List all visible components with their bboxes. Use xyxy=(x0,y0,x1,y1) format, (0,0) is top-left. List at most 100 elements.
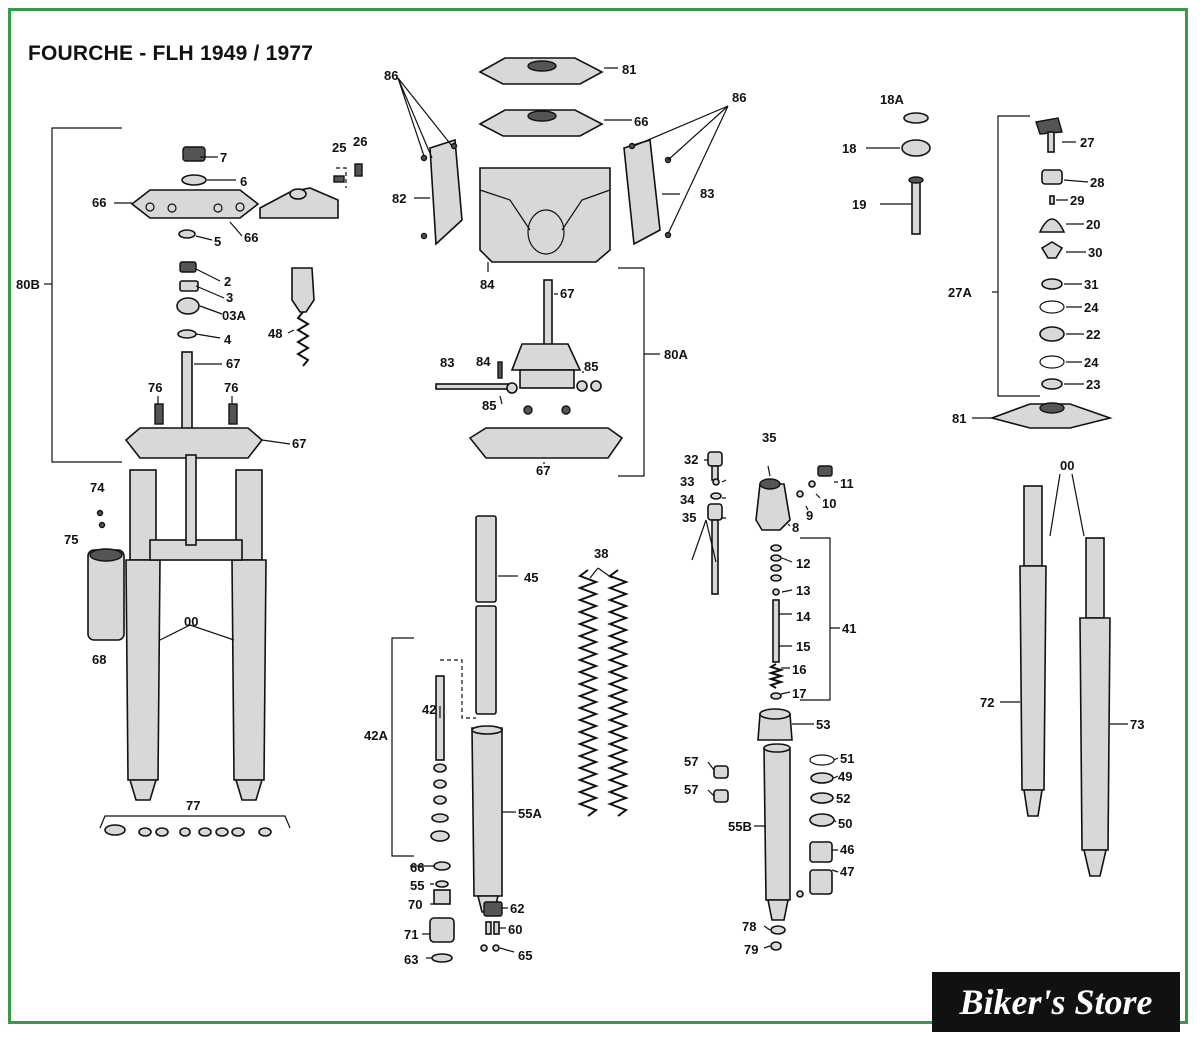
part-label: 77 xyxy=(186,798,200,813)
part-label: 76 xyxy=(224,380,238,395)
part-label: 85 xyxy=(584,359,598,374)
part-label: 66 xyxy=(634,114,648,129)
part-label: 76 xyxy=(148,380,162,395)
part-label: 14 xyxy=(796,609,811,624)
part-label: 41 xyxy=(842,621,856,636)
part-label: 84 xyxy=(480,277,495,292)
part-labels: 7 6 66 66 5 25 26 2 3 03A 4 48 67 76 76 … xyxy=(16,62,1144,967)
part-label: 60 xyxy=(508,922,522,937)
part-label: 17 xyxy=(792,686,806,701)
part-label: 11 xyxy=(840,476,854,491)
part-label: 33 xyxy=(680,474,694,489)
part-label: 18A xyxy=(880,92,904,107)
part-label: 81 xyxy=(952,411,966,426)
part-label: 4 xyxy=(224,332,232,347)
part-label: 62 xyxy=(510,901,524,916)
part-label: 20 xyxy=(1086,217,1100,232)
part-label: 42 xyxy=(422,702,436,717)
part-label: 2 xyxy=(224,274,231,289)
part-label: 34 xyxy=(680,492,695,507)
part-label: 13 xyxy=(796,583,810,598)
part-label: 5 xyxy=(214,234,221,249)
part-label: 67 xyxy=(536,463,550,478)
part-label: 65 xyxy=(518,948,532,963)
part-label: 12 xyxy=(796,556,810,571)
part-label: 67 xyxy=(560,286,574,301)
part-label: 75 xyxy=(64,532,78,547)
part-label: 10 xyxy=(822,496,836,511)
part-label: 25 xyxy=(332,140,346,155)
part-label: 26 xyxy=(353,134,367,149)
part-label: 67 xyxy=(226,356,240,371)
part-label: 55 xyxy=(410,878,424,893)
part-label: 53 xyxy=(816,717,830,732)
part-label: 22 xyxy=(1086,327,1100,342)
part-label: 30 xyxy=(1088,245,1102,260)
part-label: 46 xyxy=(840,842,854,857)
part-label: 24 xyxy=(1084,355,1099,370)
part-label: 80B xyxy=(16,277,40,292)
fork-tube-assembly xyxy=(391,515,629,963)
part-label: 29 xyxy=(1070,193,1084,208)
part-label: 85 xyxy=(482,398,496,413)
part-label: 66 xyxy=(244,230,258,245)
left-fork-assembly xyxy=(44,127,363,837)
part-label: 31 xyxy=(1084,277,1098,292)
part-label: 27A xyxy=(948,285,972,300)
part-label: 81 xyxy=(622,62,636,77)
part-label: 57 xyxy=(684,782,698,797)
part-label: 57 xyxy=(684,754,698,769)
part-label: 78 xyxy=(742,919,756,934)
part-label: 79 xyxy=(744,942,758,957)
part-label: 50 xyxy=(838,816,852,831)
part-label: 86 xyxy=(732,90,746,105)
part-label: 74 xyxy=(90,480,105,495)
part-label: 9 xyxy=(806,508,813,523)
part-label: 35 xyxy=(682,510,696,525)
damper-slider-assembly xyxy=(691,451,835,951)
part-label: 51 xyxy=(840,751,854,766)
part-label: 52 xyxy=(836,791,850,806)
part-label: 80A xyxy=(664,347,688,362)
part-label: 63 xyxy=(404,952,418,967)
part-label: 55A xyxy=(518,806,542,821)
part-label: 49 xyxy=(838,769,852,784)
part-label: 47 xyxy=(840,864,854,879)
diagram-frame xyxy=(8,8,1188,1024)
part-label: 3 xyxy=(226,290,233,305)
part-label: 70 xyxy=(408,897,422,912)
part-label: 86 xyxy=(384,68,398,83)
part-label: 23 xyxy=(1086,377,1100,392)
part-label: 8 xyxy=(792,520,799,535)
part-label: 72 xyxy=(980,695,994,710)
diagram-title: FOURCHE - FLH 1949 / 1977 xyxy=(28,42,314,65)
part-label: 73 xyxy=(1130,717,1144,732)
part-label: 84 xyxy=(476,354,491,369)
part-label: 38 xyxy=(594,546,608,561)
part-label: 83 xyxy=(700,186,714,201)
leader-lines xyxy=(114,67,1128,959)
complete-fork-legs xyxy=(1019,473,1111,877)
part-label: 35 xyxy=(762,430,776,445)
part-label: 67 xyxy=(292,436,306,451)
part-label: 7 xyxy=(220,150,227,165)
part-label: 82 xyxy=(392,191,406,206)
part-label: 19 xyxy=(852,197,866,212)
part-label: 66 xyxy=(410,860,424,875)
brand-badge: Biker's Store xyxy=(932,972,1180,1032)
part-label: 15 xyxy=(796,639,810,654)
part-label: 55B xyxy=(728,819,752,834)
part-label: 48 xyxy=(268,326,282,341)
part-label: 18 xyxy=(842,141,856,156)
part-label: 6 xyxy=(240,174,247,189)
damper-knob-assembly xyxy=(901,112,1113,429)
part-label: 66 xyxy=(92,195,106,210)
part-label: 27 xyxy=(1080,135,1094,150)
part-label: 45 xyxy=(524,570,538,585)
part-label: 83 xyxy=(440,355,454,370)
part-label: 00 xyxy=(1060,458,1074,473)
part-label: 68 xyxy=(92,652,106,667)
part-label: 03A xyxy=(222,308,246,323)
part-label: 71 xyxy=(404,927,418,942)
